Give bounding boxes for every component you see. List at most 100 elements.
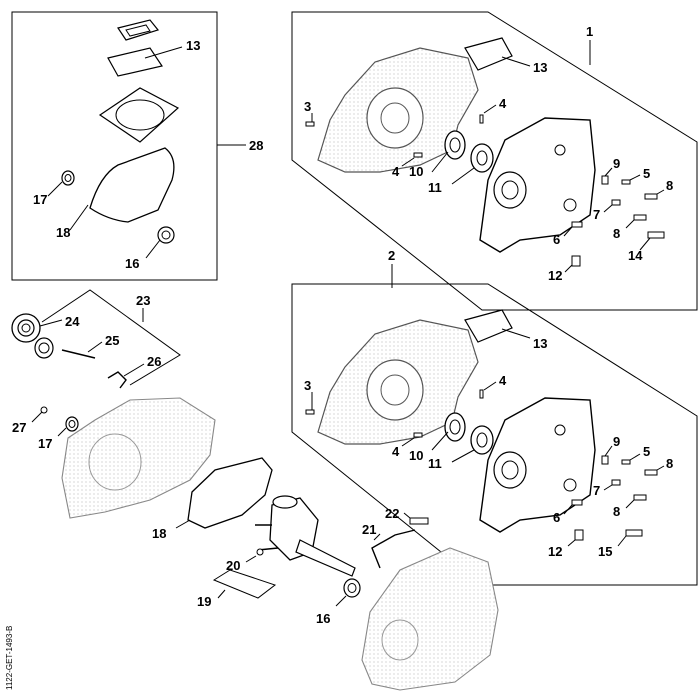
gasket-set-frame	[11, 11, 218, 281]
pin-4b-box2	[413, 432, 423, 438]
callout-26: 26	[147, 354, 161, 369]
callout-11-box1: 11	[428, 180, 442, 195]
callout-8a-box2: 8	[666, 456, 673, 471]
crankshaft-section: 23 24 25 26 27 17 18	[11, 289, 499, 691]
screw-8a-box1	[644, 193, 658, 200]
callout-15-box2: 15	[598, 544, 612, 559]
callout-9-box2: 9	[613, 434, 620, 449]
callout-8a-box1: 8	[666, 178, 673, 193]
screw-6-box1	[571, 221, 583, 228]
crankcase-right-ghost	[361, 547, 499, 691]
oil-seal-16	[343, 578, 361, 598]
callout-8b-box1: 8	[613, 226, 620, 241]
callout-24: 24	[65, 314, 80, 329]
screw-8a-box2	[644, 469, 658, 476]
screw-7-box1	[611, 199, 621, 206]
callout-1: 1	[586, 24, 593, 39]
crankcase-ghost	[61, 397, 216, 519]
oil-pump-gear-24	[11, 313, 41, 343]
callout-5-box2: 5	[643, 444, 650, 459]
crankcase-assembly-2: 2 13	[291, 248, 698, 586]
cylinder-gasket	[98, 87, 180, 143]
bearing-11-box2	[470, 425, 494, 455]
callout-6-box2: 6	[553, 510, 560, 525]
callout-7-box2: 7	[593, 483, 600, 498]
pin-25	[61, 349, 96, 359]
oil-seal-16	[157, 226, 175, 244]
gasket-13-box2	[464, 309, 513, 343]
screw-7-box2	[611, 479, 621, 486]
callout-10-box1: 10	[409, 164, 423, 179]
callout-20: 20	[226, 558, 240, 573]
callout-10-box2: 10	[409, 448, 423, 463]
callout-12-box2: 12	[548, 544, 562, 559]
crankcase-1-frame	[291, 11, 698, 311]
plug-9-box1	[601, 175, 609, 185]
pickup-line-21	[371, 529, 416, 569]
callout-13-box1: 13	[533, 60, 547, 75]
plug-27	[40, 406, 48, 414]
callout-13-gasket: 13	[186, 38, 200, 53]
callout-21: 21	[362, 522, 376, 537]
callout-4b-box2: 4	[392, 444, 400, 459]
bearing-10-box1	[444, 130, 466, 160]
callout-22: 22	[385, 506, 399, 521]
callout-12-box1: 12	[548, 268, 562, 283]
intake-gasket	[117, 19, 160, 41]
callout-3-box2: 3	[304, 378, 311, 393]
callout-18-lower: 18	[152, 526, 166, 541]
screw-6-box2	[571, 499, 583, 506]
crankcase-gasket-18	[187, 457, 273, 529]
pin-4b-box1	[413, 152, 423, 158]
drawing-code: 1122-GET-1493-B	[5, 626, 14, 690]
screw-5-box2	[621, 459, 631, 465]
spring-clip-26	[107, 371, 127, 389]
callout-18-gasket: 18	[56, 225, 70, 240]
callout-23: 23	[136, 293, 150, 308]
washer	[34, 337, 54, 359]
callout-9-box1: 9	[613, 156, 620, 171]
crankcase-half-right-1	[479, 117, 596, 253]
pin-4a-box2	[479, 389, 484, 399]
pin-4a-box1	[479, 114, 484, 124]
callout-27: 27	[12, 420, 26, 435]
stud-15-box2	[625, 529, 643, 537]
callout-19: 19	[197, 594, 211, 609]
gasket-set-group: 13 17 18 16 28	[11, 11, 263, 281]
callout-17-lower: 17	[38, 436, 52, 451]
callout-8b-box2: 8	[613, 504, 620, 519]
gasket-13-box1	[464, 37, 513, 71]
callout-25: 25	[105, 333, 119, 348]
screw-8b-box1	[633, 214, 647, 221]
callout-13-box2: 13	[533, 336, 547, 351]
crankshaft-19	[255, 495, 356, 577]
bearing-11-box1	[470, 143, 494, 173]
callout-11-box2: 11	[428, 456, 442, 471]
callout-5-box1: 5	[643, 166, 650, 181]
needle-cage-20	[256, 548, 264, 556]
callout-14-box1: 14	[628, 248, 643, 263]
callout-6-box1: 6	[553, 232, 560, 247]
part-22	[409, 517, 429, 525]
callout-17-gasket: 17	[33, 192, 47, 207]
callout-3-box1: 3	[304, 99, 311, 114]
callout-28: 28	[249, 138, 263, 153]
oil-seal-17	[65, 416, 79, 432]
plug-9-box2	[601, 455, 609, 465]
callout-4a-box1: 4	[499, 96, 507, 111]
screw-5-box1	[621, 179, 631, 185]
crankcase-assembly-1: 1 13	[291, 11, 698, 311]
gasket-13	[107, 47, 163, 77]
dowel-3-box2	[305, 409, 315, 415]
oil-seal-17	[61, 170, 75, 186]
crankcase-half-right-2	[479, 397, 596, 533]
screw-12-box2	[574, 529, 584, 541]
stud-14-box1	[647, 231, 665, 239]
screw-8b-box2	[633, 494, 647, 501]
crankcase-gasket	[89, 147, 175, 223]
screw-12-box1	[571, 255, 581, 267]
callout-7-box1: 7	[593, 207, 600, 222]
bearing-10-box2	[444, 412, 466, 442]
dowel-3-box1	[305, 121, 315, 127]
